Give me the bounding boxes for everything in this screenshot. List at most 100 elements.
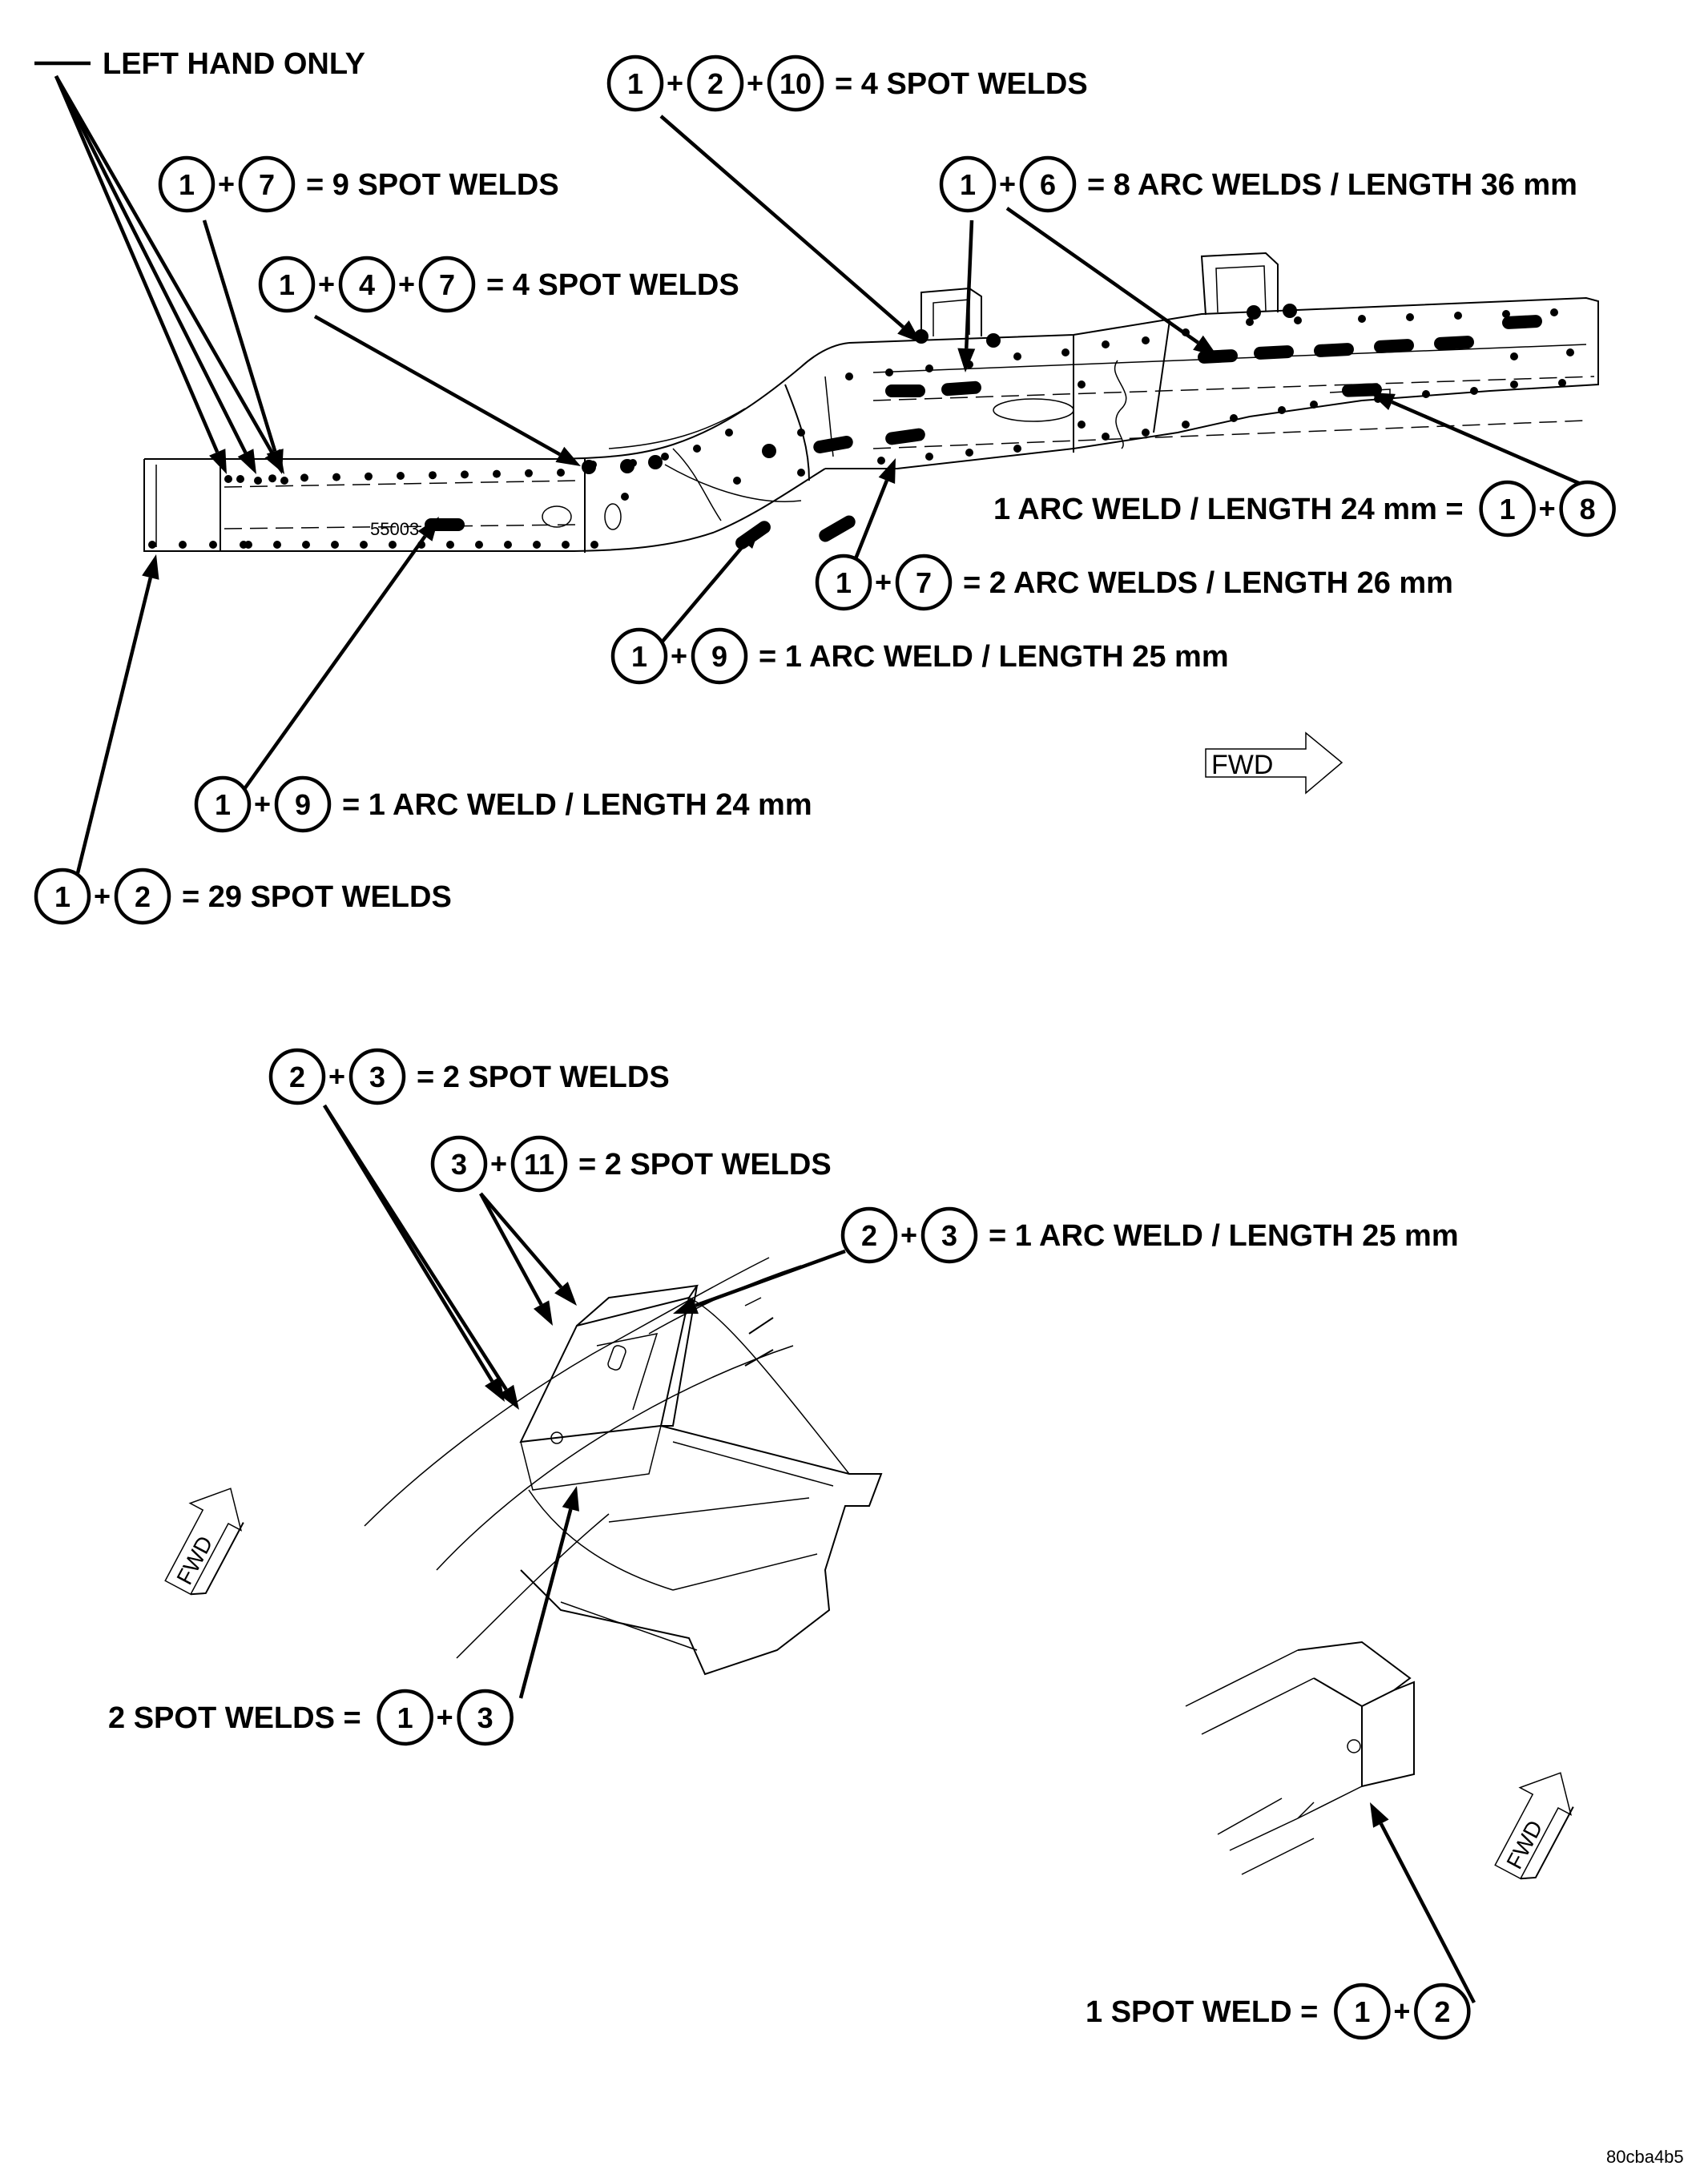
spot-weld-mark [446, 541, 454, 549]
callout-text: 2 SPOT WELDS = [108, 1701, 361, 1735]
callout-c-3-11: 3 +11 = 2 SPOT WELDS [430, 1135, 832, 1193]
spot-weld-mark [268, 474, 276, 483]
spot-weld-mark [885, 368, 893, 376]
spot-weld-mark [1294, 316, 1302, 324]
callout-c-1-9-24: 1+9= 1 ARC WELD / LENGTH 24 mm [194, 775, 812, 833]
part-number-circle [920, 1206, 978, 1264]
callout-text: = 4 SPOT WELDS [835, 67, 1088, 101]
part-number: 1 [215, 788, 231, 821]
spot-weld-mark [525, 469, 533, 477]
part-number: 1 [1500, 493, 1516, 525]
arc-weld-mark [885, 384, 925, 397]
part-number: 3 [451, 1148, 467, 1181]
spot-weld-mark [148, 541, 156, 549]
small-bracket-drawing [1185, 1641, 1415, 1875]
plus-sign: + [1539, 492, 1556, 525]
leader-arrow [74, 554, 159, 880]
part-number: 2 [289, 1061, 305, 1093]
leader-arrow [323, 1104, 505, 1402]
callout-c-1-2-1spot: 1 SPOT WELD =1+2 [1086, 1983, 1471, 2040]
spot-weld-mark [797, 469, 805, 477]
weld-marks [148, 304, 1574, 550]
callout-c-1-8: 1 ARC WELD / LENGTH 24 mm =1+8 [993, 480, 1616, 537]
part-number-circle [815, 554, 872, 611]
part-number: 1 [627, 67, 643, 100]
spot-weld-mark [620, 459, 634, 473]
part-number-circle [691, 627, 748, 685]
spot-weld-mark [365, 472, 373, 481]
spot-weld-mark [475, 541, 483, 549]
callout-text: = 2 SPOT WELDS [578, 1148, 832, 1182]
spot-weld-mark [925, 453, 933, 461]
spot-weld-mark [1422, 390, 1430, 398]
plus-sign: + [328, 1060, 345, 1093]
part-number: 1 [1354, 1995, 1370, 2028]
callout-c-1-2-29: 1 +2 = 29 SPOT WELDS [34, 868, 452, 925]
plus-sign: + [94, 880, 111, 912]
part-number: 2 [135, 880, 151, 913]
frame-rail-drawing: 55003 [143, 252, 1599, 553]
part-number: 3 [941, 1219, 957, 1252]
plus-sign: + [490, 1147, 507, 1180]
part-number: 2 [707, 67, 723, 100]
spot-weld-mark [1102, 340, 1110, 348]
part-number-circle [939, 155, 997, 213]
arc-weld-mark [1374, 339, 1414, 353]
plus-sign: + [437, 1701, 453, 1733]
part-number-circle [258, 256, 316, 313]
spot-weld-mark [1102, 433, 1110, 441]
leader-arrow [851, 458, 896, 566]
part-number-circle [767, 54, 824, 112]
spot-weld-mark [1013, 352, 1021, 360]
plus-sign: + [671, 639, 687, 672]
leader-arrow [1370, 393, 1607, 497]
spot-weld-mark [493, 469, 501, 478]
plus-sign: + [1393, 1995, 1410, 2027]
part-number: 9 [711, 640, 727, 673]
spot-weld-mark [254, 477, 262, 485]
part-number-circle [114, 868, 171, 925]
part-number-circle [377, 1689, 433, 1746]
leader-arrow [202, 219, 284, 474]
spot-weld-mark [302, 541, 310, 549]
callout-left-hand-only: LEFT HAND ONLY [34, 47, 365, 81]
spot-weld-mark [661, 453, 669, 461]
part-number-circle [606, 54, 664, 112]
part-number-circle [1414, 1983, 1471, 2040]
leader-arrow [313, 315, 581, 466]
part-number-circle [610, 627, 668, 685]
plus-sign: + [747, 66, 763, 99]
plus-sign: + [254, 787, 271, 820]
arc-weld-mark [941, 380, 981, 397]
part-number-circle [687, 54, 744, 112]
part-number-circle [238, 155, 296, 213]
part-number: 3 [369, 1061, 385, 1093]
spot-weld-mark [648, 455, 663, 469]
spot-weld-mark [590, 541, 598, 549]
spot-weld-mark [244, 541, 252, 549]
leader-arrow [957, 219, 976, 372]
spot-weld-mark [1246, 318, 1254, 326]
part-number: 11 [524, 1148, 554, 1181]
spot-weld-mark [1061, 348, 1070, 356]
part-number: 9 [295, 788, 311, 821]
arc-weld-mark [1254, 345, 1294, 360]
fwd-arrow-bottom: FWD [1494, 1772, 1574, 1880]
callout-text: = 29 SPOT WELDS [182, 880, 452, 914]
part-number: 1 [54, 880, 70, 913]
spot-weld-mark [280, 477, 288, 485]
spot-weld-mark [1510, 380, 1518, 389]
frame-stamp: 55003 [370, 519, 419, 539]
part-number: 4 [359, 268, 375, 301]
part-number: 1 [960, 168, 976, 201]
leader-arrows-bottom [1370, 1802, 1476, 2004]
plus-sign: + [218, 167, 235, 200]
part-number: 6 [1040, 168, 1056, 201]
arc-weld-mark [1502, 315, 1542, 329]
plus-sign: + [318, 268, 335, 300]
part-number-circle [1559, 480, 1616, 537]
part-number-circle [1334, 1983, 1391, 2040]
leader-arrow [243, 517, 439, 791]
